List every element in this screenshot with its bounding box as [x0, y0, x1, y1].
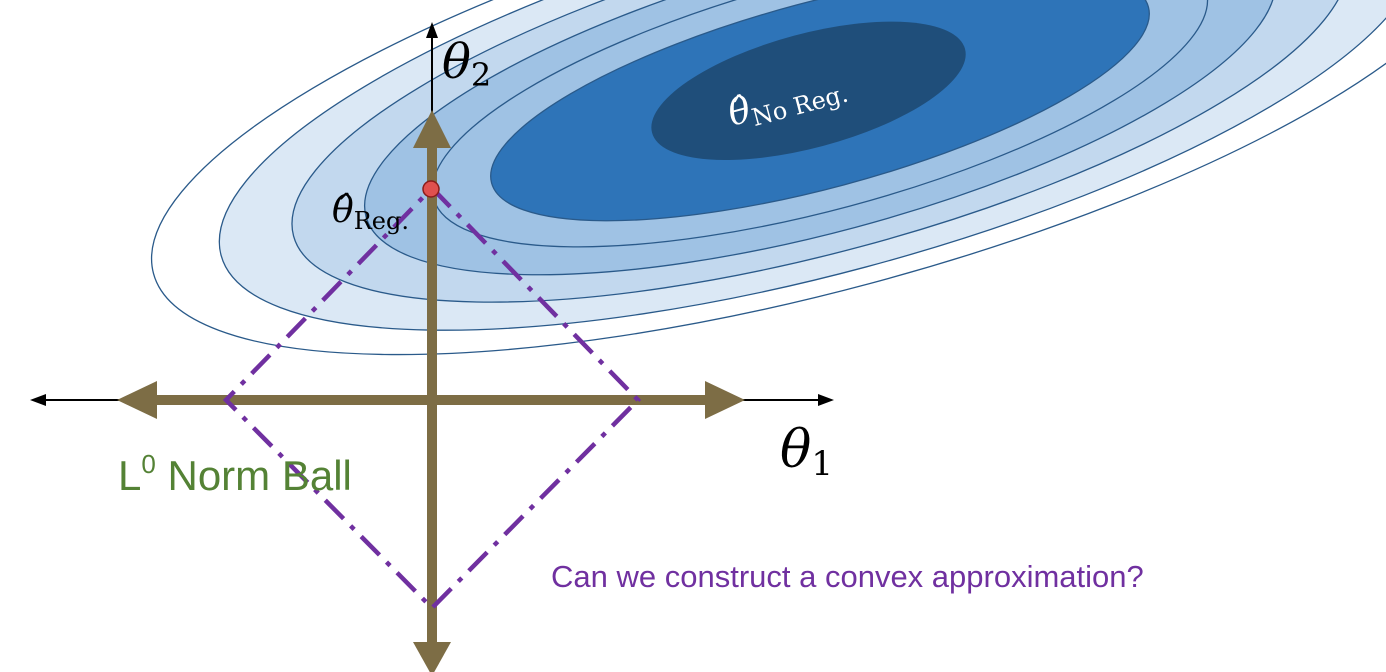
contour-center [651, 21, 966, 161]
theta2-subscript: 2 [471, 56, 491, 94]
theta2-axis-label: θ2 [442, 34, 491, 94]
l0-ball-cross [117, 110, 745, 672]
l0-norm-ball-label: L0 Norm Ball [118, 449, 352, 499]
theta1-axis-right-arrowhead [818, 394, 834, 406]
theta1-subscript: 1 [811, 444, 833, 484]
loss-contours [150, 0, 1386, 356]
l0-ball-right-arrowhead [705, 381, 745, 419]
l0-ball-bottom-arrowhead [413, 642, 451, 672]
l0-label-suffix: Norm Ball [156, 452, 352, 499]
l0-label-superscript: 0 [141, 449, 155, 479]
reg-subscript: Reg. [354, 207, 409, 235]
theta1-axis-label: θ1 [780, 420, 833, 484]
l0-label-prefix: L [118, 452, 141, 499]
l0-ball-top-arrowhead [413, 110, 451, 148]
reg-symbol: θ̂ [332, 190, 354, 231]
reg-estimate-label: θ̂Reg. [332, 190, 409, 235]
reg-estimate-point [422, 180, 440, 198]
convex-approximation-diamond [222, 184, 642, 612]
theta1-symbol: θ [780, 420, 811, 480]
l0-ball-left-arrowhead [117, 381, 157, 419]
theta2-symbol: θ [442, 34, 471, 90]
convex-approximation-question: Can we construct a convex approximation? [551, 559, 1144, 594]
theta1-axis-left-arrowhead [30, 394, 46, 406]
theta2-axis-top-arrowhead [426, 22, 438, 38]
